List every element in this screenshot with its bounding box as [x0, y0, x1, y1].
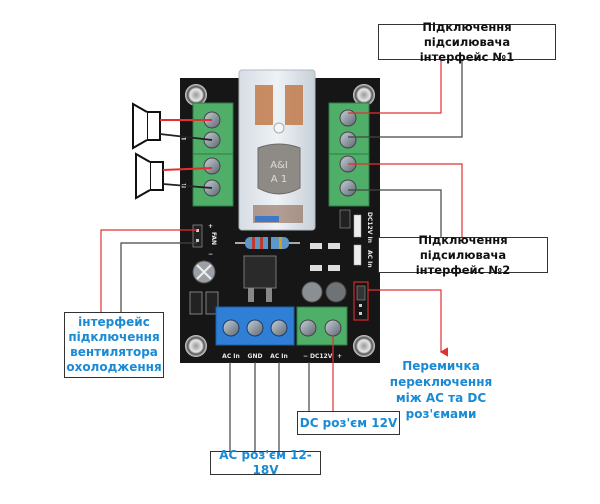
pcb-label-left-ch1: L [181, 136, 188, 140]
smd-component [339, 209, 351, 229]
label-amp-interface-2: Підключення підсилювача інтерфейс №2 [378, 233, 548, 277]
ac-dc-jumper[interactable] [353, 281, 369, 321]
label-fan-line3: вентилятора [70, 345, 158, 359]
speaker-icon [132, 102, 161, 150]
label-amp-interface-2-line2: інтерфейс №2 [415, 262, 511, 277]
leader-line-amp2-black [348, 189, 442, 238]
pcb-label-gnd: GND [248, 353, 263, 360]
pcb-label-ac-in-2: AC In [270, 353, 288, 360]
label-amp-interface-2-line1: Підключення підсилювача [418, 232, 508, 262]
label-dc-connector-text: DC роз'єм 12V [299, 415, 398, 430]
smd-component [328, 265, 340, 271]
pcb-label-dc-plus: + [337, 353, 342, 360]
pcb-label-dc-minus: − [303, 353, 308, 360]
screw [324, 319, 342, 337]
smd-component [310, 265, 322, 271]
voltage-regulator [243, 255, 277, 289]
screw [270, 319, 288, 337]
wire-black [159, 133, 213, 141]
leader-line-fan-red [100, 229, 197, 312]
label-jumper-line1: Перемичка переключення [389, 359, 493, 389]
mounting-hole [185, 84, 207, 106]
mounting-hole [353, 84, 375, 106]
diode [205, 291, 219, 315]
label-jumper: Перемичка переключення між AC та DC роз'… [366, 358, 516, 422]
mounting-hole [353, 335, 375, 357]
leader-line-amp2-red [348, 163, 463, 238]
speaker-icon [135, 152, 164, 200]
pcb-label-ac-in: AC In [366, 250, 373, 268]
screw [246, 319, 264, 337]
leader-line-amp1-red [348, 58, 442, 114]
smd-component [310, 243, 322, 249]
dc-terminal-block: − DC12V + [296, 306, 348, 360]
label-ac-connector-text: AC роз'єм 12-18V [219, 448, 312, 477]
relay: A&I A 1 [238, 69, 316, 231]
label-amp-interface-1: Підключення підсилювача інтерфейс №1 [378, 20, 556, 64]
electrolytic-capacitor [301, 281, 323, 303]
label-amp-interface-1-line1: Підключення підсилювача [422, 19, 512, 49]
ac-terminal-block: AC In GND AC In [215, 306, 295, 360]
wire-black [162, 183, 213, 189]
screw [339, 179, 357, 197]
label-amp-interface-1-line2: інтерфейс №1 [419, 49, 515, 64]
label-fan-line1: інтерфейс [78, 315, 150, 329]
relay-marking-1: A&I [270, 160, 288, 171]
resistor [235, 237, 300, 249]
fan-label: FAN [210, 232, 217, 245]
leader-line-fan-black [120, 242, 197, 312]
screw [203, 157, 221, 175]
fan-plus-label: + [208, 223, 213, 230]
label-fan-interface: інтерфейс підключення вентилятора охолод… [64, 312, 164, 378]
diode [189, 291, 203, 315]
fan-header: + FAN − [192, 223, 217, 258]
label-fan-line4: охолодження [66, 360, 162, 374]
label-fan-line2: підключення [68, 330, 160, 344]
amp-terminal-block-right [328, 102, 370, 207]
screw [339, 109, 357, 127]
pcb-label-ac-in-1: AC In [222, 353, 240, 360]
smd-component [328, 243, 340, 249]
label-dc-connector: DC роз'єм 12V [297, 411, 400, 435]
screw [339, 131, 357, 149]
wire-red [162, 167, 213, 171]
mounting-hole [185, 335, 207, 357]
leader-line-amp1-black [348, 58, 463, 138]
label-jumper-line2: між AC та DC роз'ємами [395, 391, 487, 421]
pcb-label-dc12v: DC12V [310, 353, 333, 360]
fan-minus-label: − [208, 251, 213, 258]
relay-marking-2: A 1 [271, 174, 287, 185]
pcb-label-dc-in: DC12V In [366, 212, 373, 243]
label-ac-connector: AC роз'єм 12-18V [210, 448, 321, 477]
speaker-terminal-block-left: L R [181, 102, 234, 207]
screw [299, 319, 317, 337]
screw [222, 319, 240, 337]
electrolytic-capacitor [325, 281, 347, 303]
leader-line-jumper [368, 289, 449, 357]
